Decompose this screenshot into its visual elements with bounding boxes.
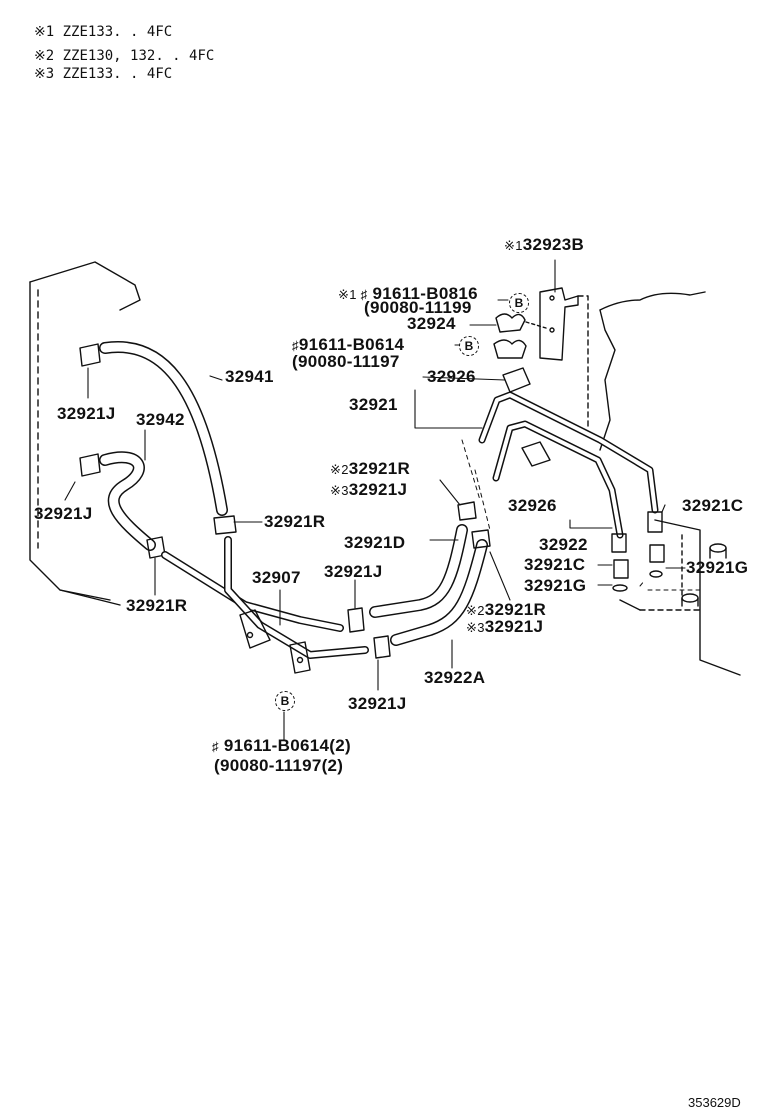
callout-32921R-left: 32921R (126, 596, 188, 615)
fitting-32921C (611, 533, 629, 579)
pipe-32922 (492, 420, 624, 539)
callout-32921: 32921 (349, 395, 398, 414)
callout-91611-B0614: ♯91611-B0614 (292, 335, 405, 354)
callout-32921R-mid: 32921R (264, 512, 326, 531)
pipe-32921 (478, 391, 659, 514)
callout-32922A: 32922A (424, 668, 486, 687)
grommet-32926-mid (521, 441, 551, 467)
badge-b-3: B (275, 691, 295, 711)
callout-32921J-bottom: 32921J (348, 694, 407, 713)
callout-32942: 32942 (136, 410, 185, 429)
hose-32921D (369, 524, 468, 618)
callout-32926-top: 32926 (427, 367, 476, 386)
callout-32921J-mid: 32921J (324, 562, 383, 581)
callout-32921G-right: 32921G (686, 558, 749, 577)
note-1: ※1 ZZE133. . 4FC (34, 24, 173, 40)
clamp-32924 (493, 313, 547, 359)
callout-32921J-sup3: ※332921J (330, 480, 408, 499)
callout-32921C-right: 32921C (682, 496, 744, 515)
clip-32921J-bottom (373, 635, 391, 659)
clip-32921J-upper (79, 343, 101, 367)
leader-lines (64, 259, 686, 741)
callout-32921D: 32921D (344, 533, 406, 552)
callout-91611-B0614-2: ♯ 91611-B0614(2) (212, 736, 351, 755)
callout-91611-B0816: ※1 ♯ 91611-B0816 (338, 284, 478, 303)
callout-32924: 32924 (407, 314, 456, 333)
callout-32921J-left2: 32921J (34, 504, 93, 523)
fitting-lower-right (612, 544, 665, 592)
badge-b-2: B (459, 336, 479, 356)
hose-32942 (99, 451, 156, 551)
callout-32921R-sup2b: ※232921R (466, 600, 547, 619)
badge-b-1: B (509, 293, 529, 313)
clip-32921R-mid (213, 515, 237, 535)
clip-32921J-lower (79, 453, 101, 477)
note-2: ※2 ZZE130, 132. . 4FC (34, 48, 215, 64)
callout-32921J-left: 32921J (57, 404, 116, 423)
callout-32922: 32922 (539, 535, 588, 554)
callout-90080-11197: (90080-11197 (292, 352, 400, 371)
pipe-32907 (161, 536, 369, 674)
clip-32921R-sup2 (457, 501, 477, 521)
callout-32921J-sup3b: ※332921J (466, 617, 544, 636)
bracket-32923B (539, 287, 589, 431)
callout-32926-mid: 32926 (508, 496, 557, 515)
hose-32922A (390, 539, 488, 646)
callout-32921G: 32921G (524, 576, 587, 595)
dashed-guides (461, 439, 701, 591)
clip-32921R-sup2b (471, 529, 491, 549)
transmission-outline (599, 291, 741, 676)
note-3: ※3 ZZE133. . 4FC (34, 66, 173, 82)
engine-block-outline (29, 261, 141, 606)
callout-32923B: ※132923B (504, 235, 585, 254)
callout-90080-11199: (90080-11199 (364, 298, 472, 317)
clip-32921J-mid (347, 607, 365, 633)
hose-32941 (99, 341, 228, 516)
callout-32941: 32941 (225, 367, 274, 386)
fitting-32921C-right (647, 511, 663, 533)
grommet-32926-top (502, 367, 531, 393)
callout-32921C: 32921C (524, 555, 586, 574)
callout-32907: 32907 (252, 568, 301, 587)
callout-90080-11197-2: (90080-11197(2) (214, 756, 344, 775)
callout-32921R-sup2: ※232921R (330, 459, 411, 478)
diagram-id: 353629D (688, 1095, 741, 1110)
